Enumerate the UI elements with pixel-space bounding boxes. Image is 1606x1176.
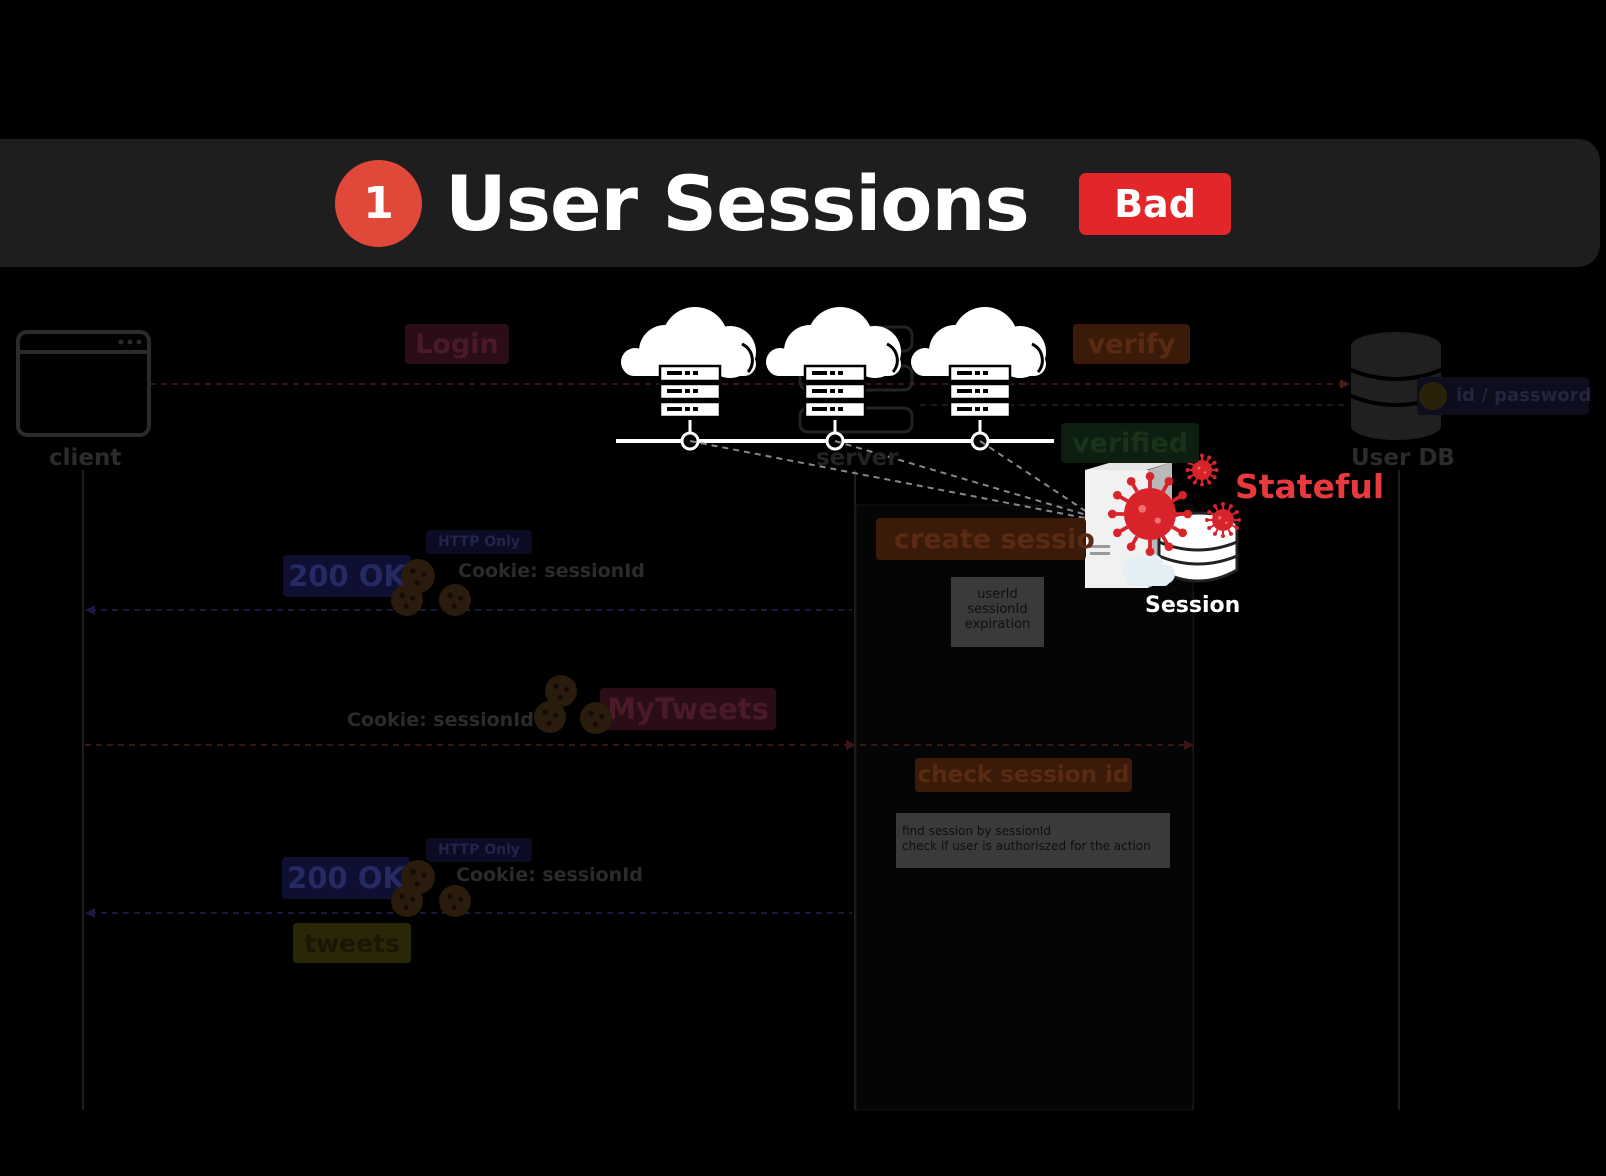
user-db-label: User DB xyxy=(1351,445,1455,471)
title-number-badge: 1 xyxy=(335,160,422,247)
page-title: User Sessions xyxy=(445,159,1030,248)
verify-message: verify xyxy=(1073,324,1190,364)
user-avatar-icon xyxy=(1419,382,1447,410)
cookie-icon xyxy=(391,885,423,917)
cookie-header-1: Cookie: sessionId xyxy=(458,560,645,582)
virus-icon xyxy=(1107,471,1193,557)
ok-arrowhead-2 xyxy=(85,908,95,918)
virus-icon xyxy=(1205,502,1241,538)
session-cloud-icon xyxy=(1122,554,1175,586)
cloud-server-icon xyxy=(621,307,756,434)
mytweets-arrowhead xyxy=(846,740,856,750)
check-session-arrowhead xyxy=(1184,740,1194,750)
cookie-icon xyxy=(534,701,566,733)
mytweets-request: MyTweets xyxy=(600,688,776,730)
login-message: Login xyxy=(405,324,509,364)
cookie-header-2: Cookie: sessionId xyxy=(456,864,643,886)
note-line: check if user is authoriszed for the act… xyxy=(902,839,1151,853)
session-label: Session xyxy=(1145,593,1241,618)
note-line: sessionId xyxy=(967,602,1028,617)
check-steps-note: find session by sessionId check if user … xyxy=(896,813,1170,868)
verified-message: verified xyxy=(1061,423,1199,463)
create-session-message: create sessio xyxy=(876,518,1095,560)
cookie-icon xyxy=(545,675,577,707)
cookie-icon xyxy=(439,584,471,616)
check-session-message: check session id xyxy=(915,758,1132,792)
server-label: server xyxy=(816,445,899,471)
cookie-request-label: Cookie: sessionId xyxy=(347,709,534,731)
browser-window-icon xyxy=(16,330,151,437)
http-only-badge-1: HTTP Only xyxy=(426,530,532,554)
http-only-badge-2: HTTP Only xyxy=(426,838,532,862)
ok-arrowhead-1 xyxy=(85,605,95,615)
cookie-icon xyxy=(439,885,471,917)
note-line: find session by sessionId xyxy=(902,824,1051,838)
session-links xyxy=(689,440,1091,520)
note-line: expiration xyxy=(964,617,1031,632)
id-password-pill xyxy=(1417,377,1589,415)
title-banner xyxy=(0,139,1600,267)
cookie-icon xyxy=(580,702,612,734)
bad-badge: Bad xyxy=(1079,173,1231,235)
ok-response-2: 200 OK xyxy=(282,857,410,899)
login-arrowhead xyxy=(1340,379,1350,389)
id-password-label: id / password xyxy=(1456,385,1592,406)
cookie-icon xyxy=(391,584,423,616)
stateful-label: Stateful xyxy=(1235,467,1385,506)
note-line: userId xyxy=(977,587,1018,602)
cloud-server-icon xyxy=(766,307,901,434)
cloud-server-icon xyxy=(911,307,1046,434)
session-fields-note: userId sessionId expiration xyxy=(951,577,1044,647)
tweets-response: tweets xyxy=(293,923,411,963)
client-label: client xyxy=(49,445,122,471)
ok-response-1: 200 OK xyxy=(283,555,411,597)
